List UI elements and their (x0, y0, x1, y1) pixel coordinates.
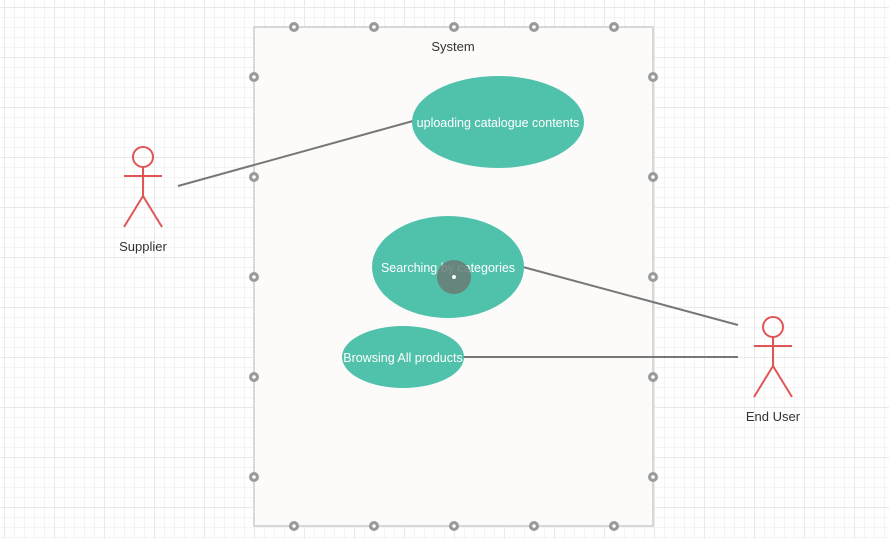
resize-handle-center (532, 25, 536, 29)
resize-handle-center (452, 25, 456, 29)
drag-cursor-dot (452, 275, 456, 279)
association-supplier-uploading[interactable] (177, 120, 414, 187)
selection-handles (249, 22, 658, 531)
associations (177, 120, 739, 358)
actor-end-user[interactable]: End User (746, 316, 801, 424)
stick-figure-icon (123, 146, 163, 228)
resize-handle-center (252, 75, 256, 79)
resize-handle-center (612, 25, 616, 29)
resize-handle-center (252, 175, 256, 179)
actor-supplier[interactable]: Supplier (119, 146, 168, 254)
stick-figure-icon (753, 316, 793, 398)
actor-label: End User (746, 409, 801, 424)
use-case-searching[interactable]: Searching by categories (372, 216, 524, 318)
resize-handle-center (651, 475, 655, 479)
resize-handle-center (372, 524, 376, 528)
resize-handle-center (252, 475, 256, 479)
use-case-browsing[interactable]: Browsing All products (342, 326, 464, 388)
resize-handle-center (372, 25, 376, 29)
use-case-uploading[interactable]: uploading catalogue contents (412, 76, 584, 168)
use-case-ellipse[interactable] (412, 76, 584, 168)
resize-handle-center (252, 375, 256, 379)
resize-handle-center (612, 524, 616, 528)
use-case-label: uploading catalogue contents (417, 116, 580, 130)
actor-label: Supplier (119, 239, 167, 254)
system-title: System (431, 39, 474, 54)
resize-handle-center (651, 75, 655, 79)
resize-handle-center (292, 25, 296, 29)
use-case-label: Browsing All products (343, 351, 463, 365)
resize-handle-center (452, 524, 456, 528)
resize-handle-center (292, 524, 296, 528)
resize-handle-center (252, 275, 256, 279)
use-case-ellipse[interactable] (342, 326, 464, 388)
resize-handle-center (651, 275, 655, 279)
resize-handle-center (532, 524, 536, 528)
association-enduser-searching[interactable] (522, 266, 739, 326)
resize-handle-center (651, 375, 655, 379)
resize-handle-center (651, 175, 655, 179)
